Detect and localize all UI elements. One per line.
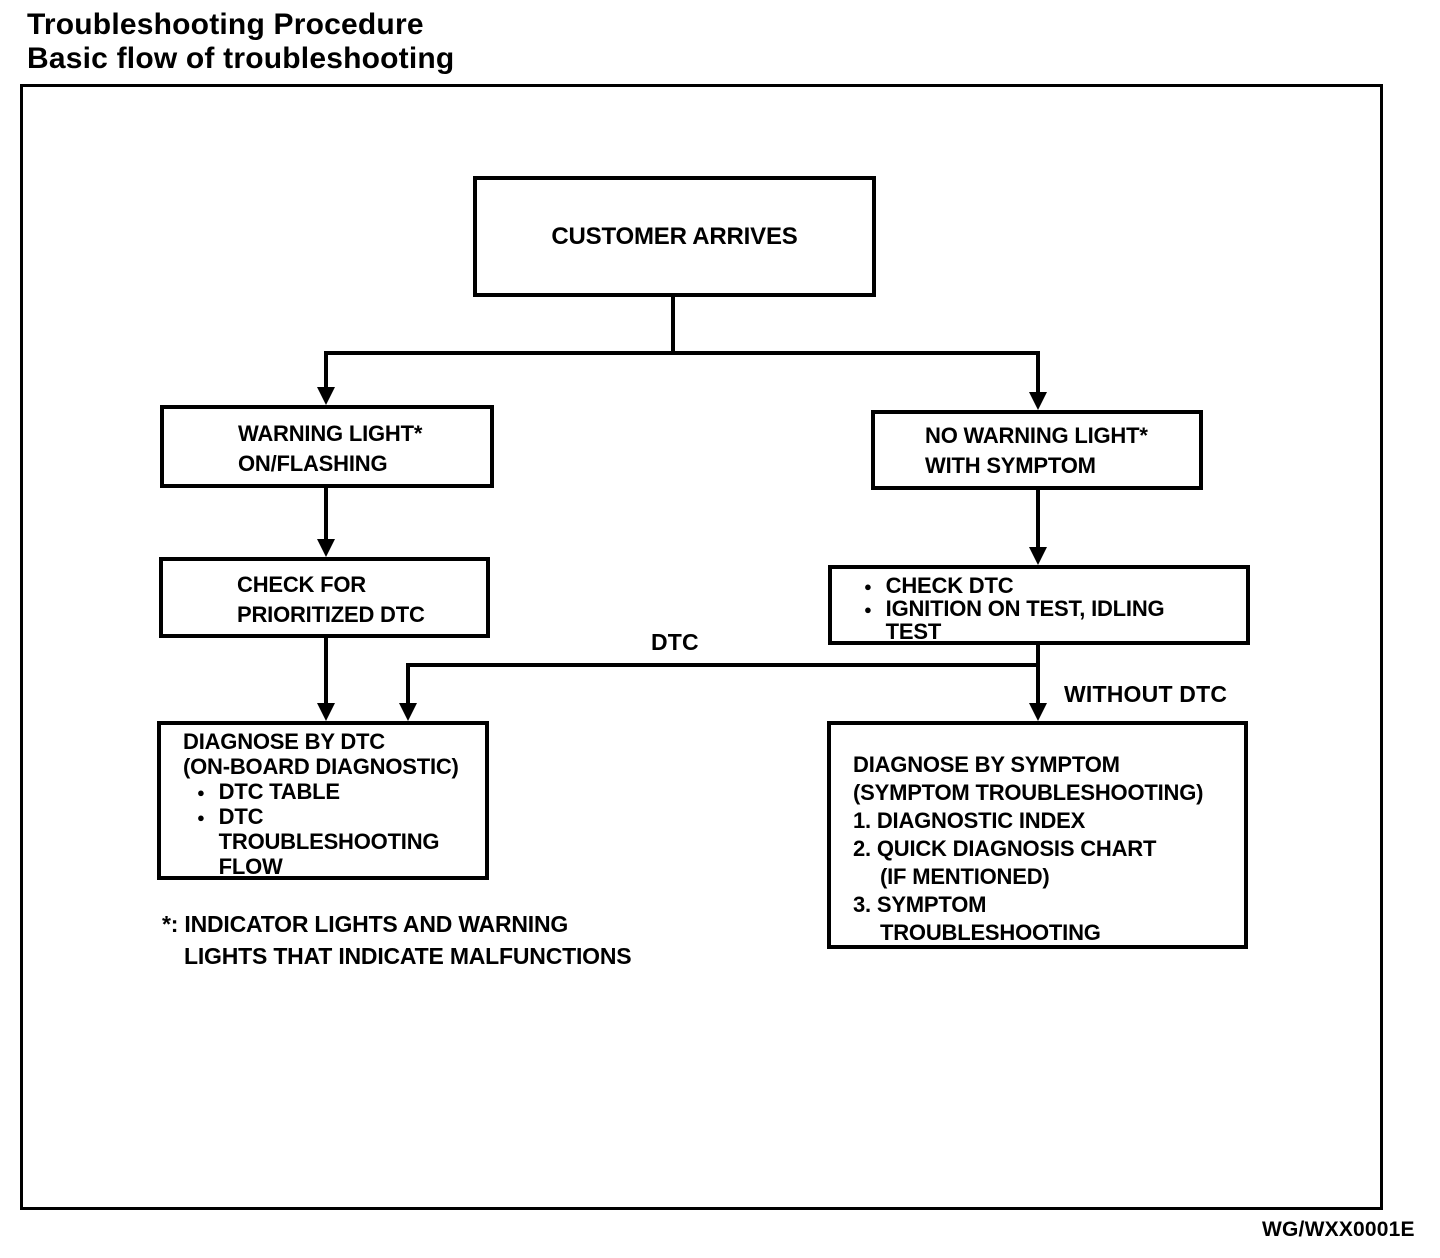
bullet-text: TROUBLESHOOTING	[218, 829, 440, 854]
bullet-item: ● IGNITION ON TEST, IDLING TEST	[864, 597, 1246, 643]
connector-vline-nowarn-to-checkdtc	[1036, 488, 1040, 549]
bullet-icon: ●	[197, 785, 205, 800]
connector-vline-warning-to-checkpri	[324, 486, 328, 541]
numbered-item: 2. QUICK DIAGNOSIS CHART	[853, 836, 1157, 861]
bullet-text: CHECK DTC	[885, 573, 1014, 598]
node-line: (ON-BOARD DIAGNOSTIC)	[183, 754, 459, 779]
arrowhead-down-icon	[317, 539, 335, 557]
bullet-item: ● CHECK DTC	[864, 574, 1246, 597]
bullet-text: TEST	[885, 619, 942, 644]
bullet-text: DTC TABLE	[218, 779, 340, 804]
flow-node-check-dtc: ● CHECK DTC ● IGNITION ON TEST, IDLING T…	[828, 565, 1250, 645]
connector-vline-customer	[671, 295, 675, 355]
edge-label-without-dtc: WITHOUT DTC	[1064, 681, 1228, 707]
bullet-text: DTC	[218, 804, 264, 829]
bullet-icon: ●	[197, 810, 205, 825]
flow-node-customer-arrives: CUSTOMER ARRIVES	[473, 176, 876, 297]
connector-vline-dtc-to-diagdtc	[406, 663, 410, 705]
flow-node-diagnose-by-dtc: DIAGNOSE BY DTC (ON-BOARD DIAGNOSTIC) ● …	[157, 721, 489, 880]
numbered-item: 1. DIAGNOSTIC INDEX	[853, 808, 1086, 833]
connector-vline-branch-left	[324, 351, 328, 389]
bullet-item: ● DTC TABLE	[183, 779, 485, 804]
numbered-item: 3. SYMPTOM	[853, 892, 987, 917]
node-line: DIAGNOSE BY DTC	[183, 729, 385, 754]
flow-node-diagnose-by-symptom: DIAGNOSE BY SYMPTOM (SYMPTOM TROUBLESHOO…	[827, 721, 1248, 949]
bullet-icon: ●	[864, 579, 872, 594]
node-label: CUSTOMER ARRIVES	[551, 222, 798, 250]
connector-hline-dtc	[406, 663, 1040, 667]
flow-node-warning-light: WARNING LIGHT* ON/FLASHING	[160, 405, 494, 488]
node-line: WARNING LIGHT*	[238, 421, 423, 446]
node-line: ON/FLASHING	[238, 451, 388, 476]
flow-node-no-warning-light: NO WARNING LIGHT* WITH SYMPTOM	[871, 410, 1203, 490]
connector-hline-branch	[324, 351, 1040, 355]
figure-code: WG/WXX0001E	[1262, 1218, 1415, 1241]
footnote-line: *: INDICATOR LIGHTS AND WARNING	[162, 911, 569, 937]
arrowhead-down-icon	[317, 703, 335, 721]
footnote-line: LIGHTS THAT INDICATE MALFUNCTIONS	[184, 943, 632, 969]
arrowhead-down-icon	[317, 387, 335, 405]
arrowhead-down-icon	[1029, 703, 1047, 721]
node-line: DIAGNOSE BY SYMPTOM	[853, 752, 1120, 777]
connector-vline-checkpri-to-diagdtc	[324, 635, 328, 705]
connector-vline-branch-right	[1036, 351, 1040, 394]
node-line: WITH SYMPTOM	[925, 453, 1096, 478]
edge-label-dtc: DTC	[651, 629, 699, 655]
bullet-item: ● DTC TROUBLESHOOTING FLOW	[183, 804, 485, 879]
page-title: Troubleshooting Procedure Basic flow of …	[27, 8, 454, 76]
bullet-text: IGNITION ON TEST, IDLING	[885, 596, 1165, 621]
numbered-item-continuation: (IF MENTIONED)	[880, 864, 1050, 889]
footnote: *: INDICATOR LIGHTS AND WARNING LIGHTS T…	[162, 908, 632, 972]
arrowhead-down-icon	[1029, 392, 1047, 410]
bullet-icon: ●	[864, 602, 872, 617]
numbered-item-continuation: TROUBLESHOOTING	[880, 920, 1101, 945]
node-line: PRIORITIZED DTC	[237, 602, 425, 627]
node-line: (SYMPTOM TROUBLESHOOTING)	[853, 780, 1204, 805]
node-line: CHECK FOR	[237, 572, 366, 597]
node-line: NO WARNING LIGHT*	[925, 423, 1148, 448]
page-title-line-1: Troubleshooting Procedure	[27, 8, 424, 41]
flow-node-check-prioritized-dtc: CHECK FOR PRIORITIZED DTC	[159, 557, 490, 638]
connector-vline-checkdtc-to-diagsym	[1036, 643, 1040, 705]
page-title-line-2: Basic flow of troubleshooting	[27, 42, 455, 75]
arrowhead-down-icon	[1029, 547, 1047, 565]
arrowhead-down-icon	[399, 703, 417, 721]
bullet-text: FLOW	[218, 854, 283, 879]
